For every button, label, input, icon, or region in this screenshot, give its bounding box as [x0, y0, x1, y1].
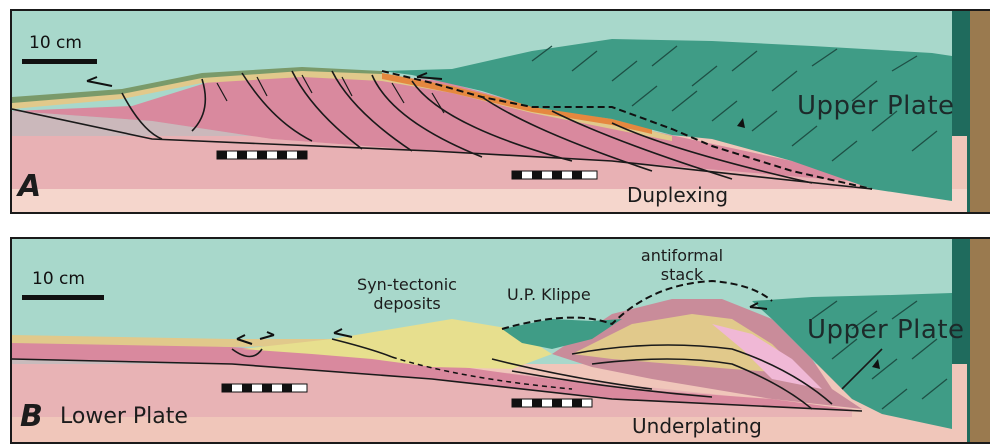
lower-plate-label: Lower Plate	[60, 404, 188, 429]
scale-bar	[22, 295, 104, 300]
scale-label: 10 cm	[32, 269, 85, 289]
antiformal-label-line-1: antiformal	[632, 246, 732, 265]
process-label: Underplating	[632, 414, 762, 438]
checkered-ruler-icon	[512, 399, 592, 407]
wooden-post	[967, 239, 990, 442]
scale-bar	[22, 59, 97, 64]
checkered-ruler-icon	[222, 384, 307, 392]
checkered-ruler-icon	[217, 151, 307, 159]
panel-letter: B	[20, 399, 43, 434]
klippe-label: U.P. Klippe	[507, 285, 591, 304]
scale-label: 10 cm	[29, 33, 82, 53]
process-label: Duplexing	[627, 183, 728, 207]
table-bottom-strip	[12, 189, 967, 212]
panel-b-underplating: 10 cm B Lower Plate Upper Plate Underpla…	[10, 237, 990, 444]
syn-tectonic-label-line-1: Syn-tectonic	[352, 275, 462, 294]
syn-tectonic-label-line-2: deposits	[352, 294, 462, 313]
checkered-ruler-icon	[512, 171, 597, 179]
wooden-post	[967, 11, 990, 212]
antiformal-stack-label: antiformal stack	[632, 246, 732, 284]
panel-a-duplexing: 10 cm A Upper Plate Duplexing	[10, 9, 990, 214]
upper-plate-label: Upper Plate	[797, 91, 955, 121]
antiformal-label-line-2: stack	[632, 265, 732, 284]
syn-tectonic-label: Syn-tectonic deposits	[352, 275, 462, 313]
upper-plate-label: Upper Plate	[807, 315, 965, 345]
panel-letter: A	[18, 169, 41, 204]
